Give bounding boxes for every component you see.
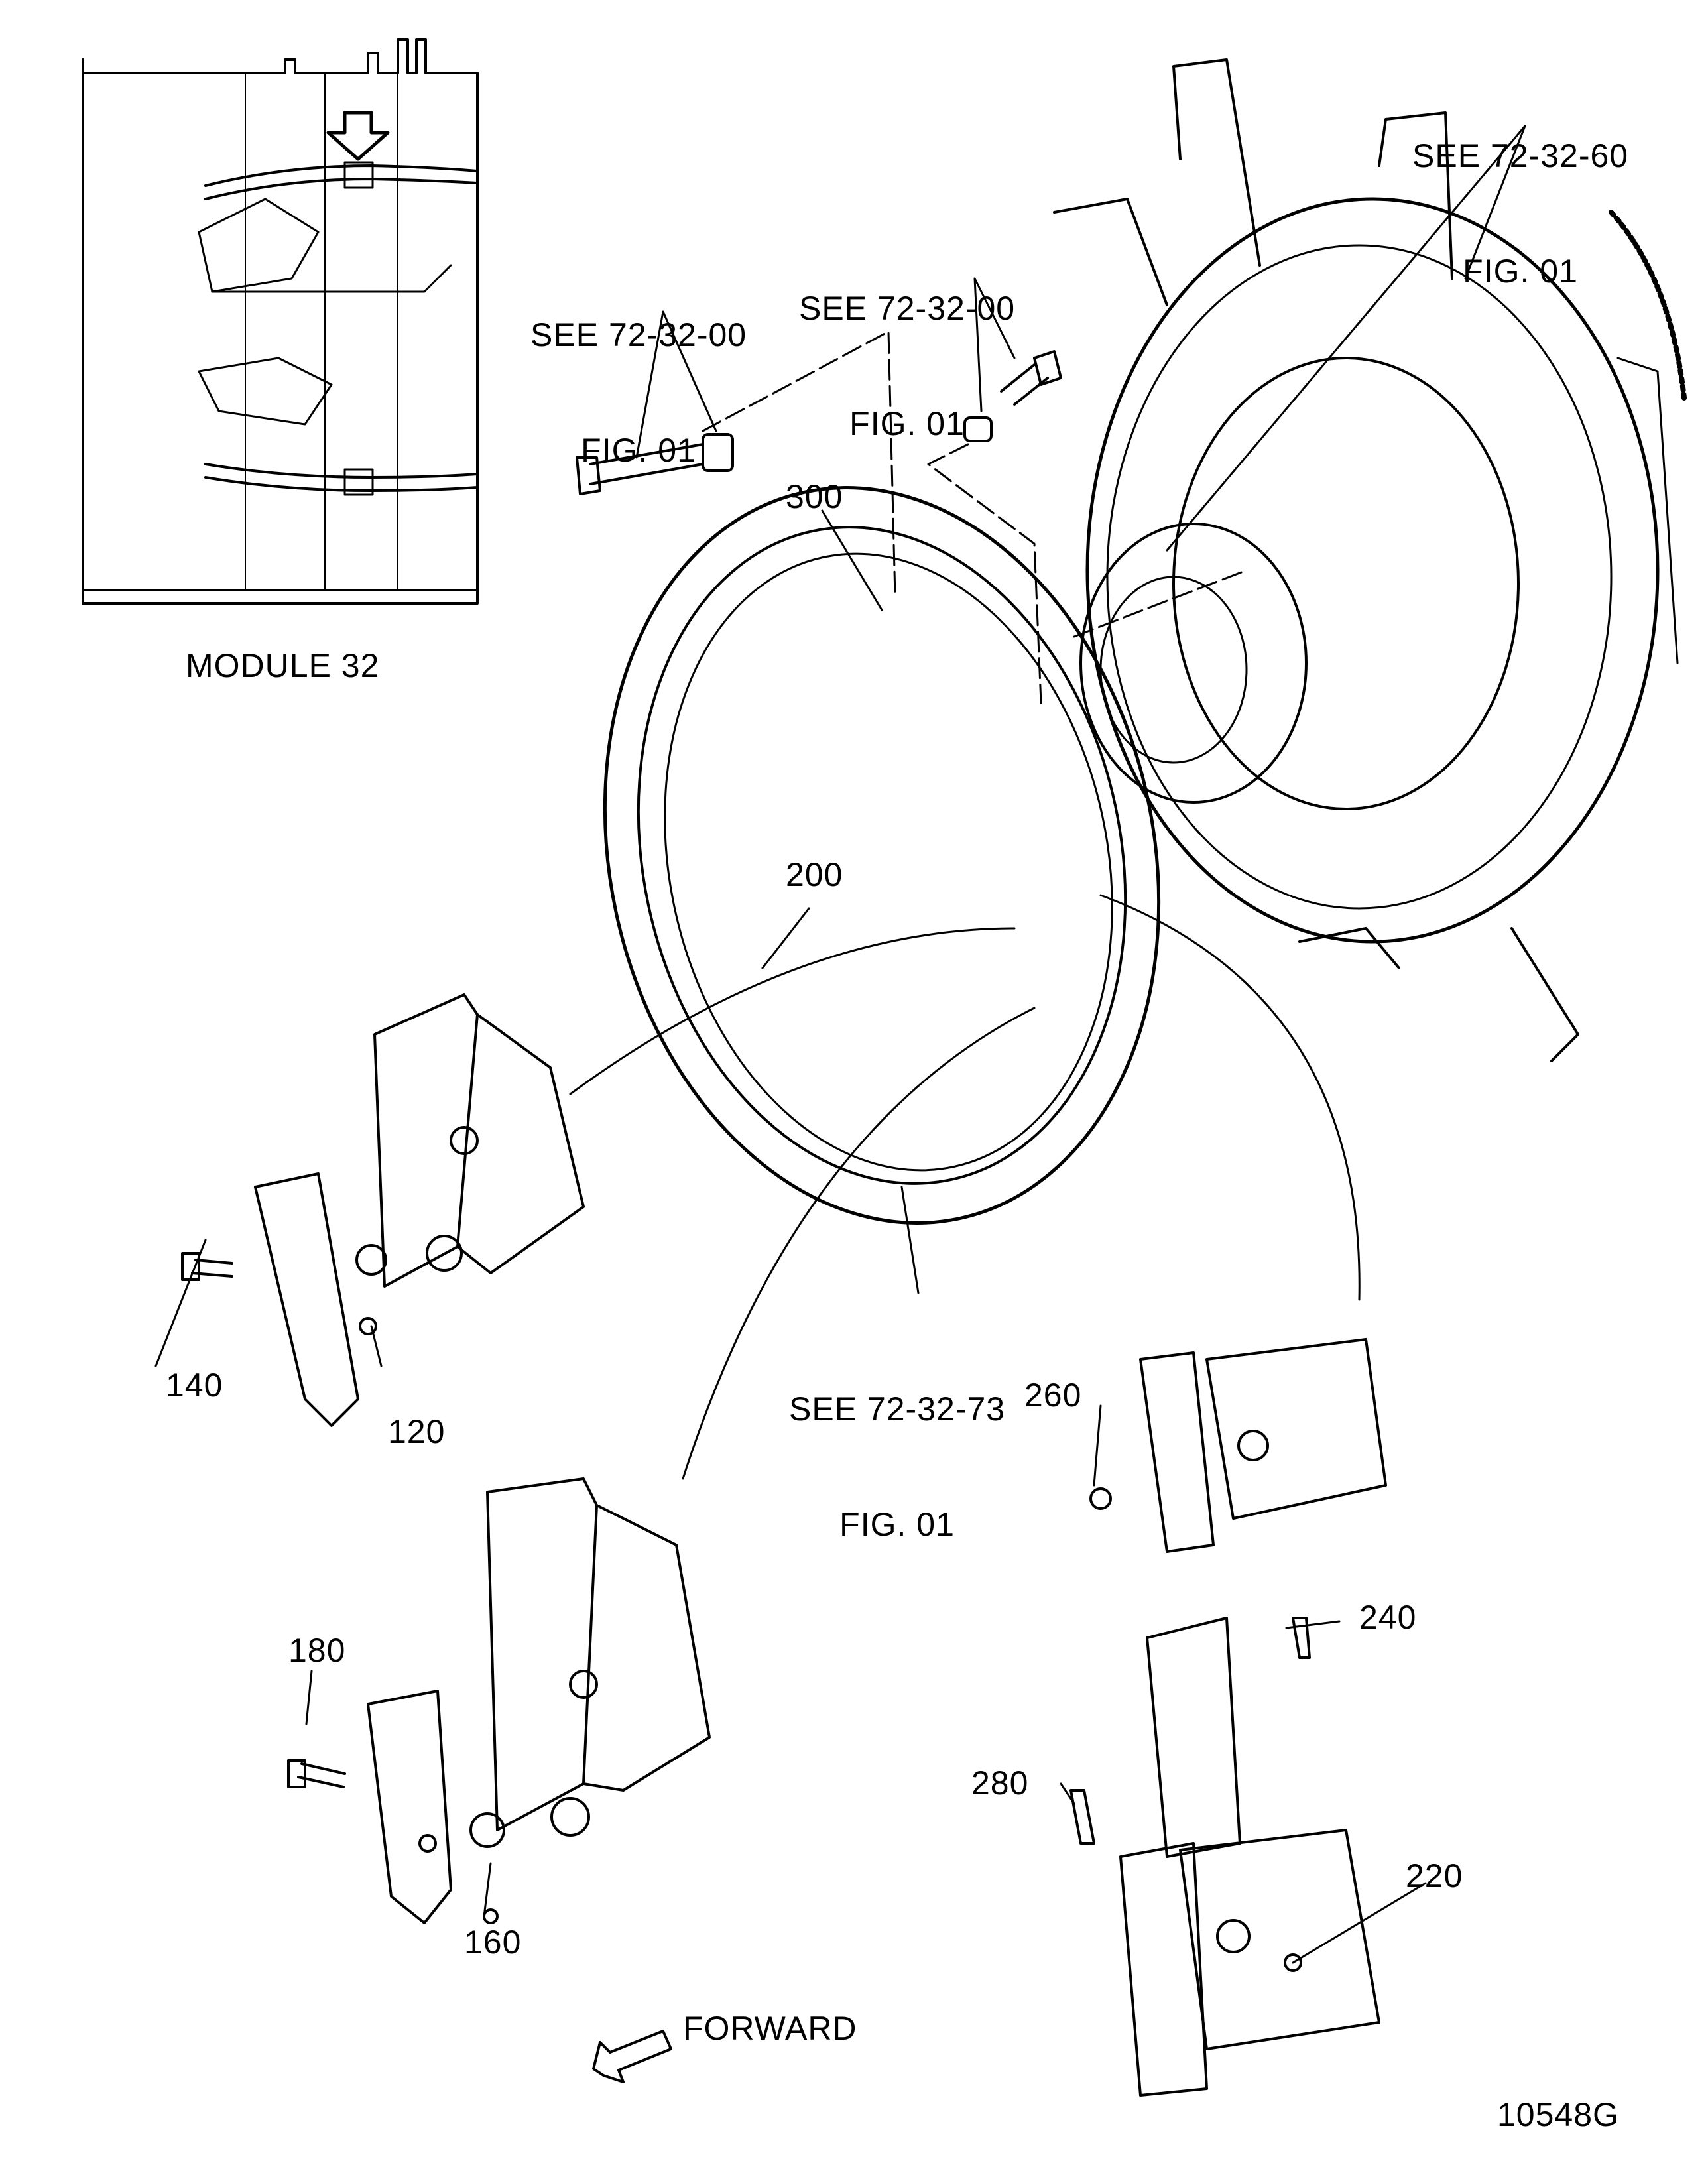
callout-200: 200 bbox=[786, 856, 843, 893]
reference-72-32-73: SEE 72-32-73 FIG. 01 bbox=[789, 1313, 1005, 1582]
callout-120: 120 bbox=[388, 1413, 446, 1450]
reference-line-1: SEE 72-32-73 bbox=[789, 1390, 1006, 1428]
hardware-bolts-top bbox=[576, 350, 1062, 495]
unison-ring bbox=[603, 486, 1161, 1225]
callout-240: 240 bbox=[1359, 1599, 1417, 1636]
callout-280: 280 bbox=[971, 1764, 1029, 1802]
figure-id: 10548G bbox=[1497, 2096, 1619, 2133]
reference-72-32-00-left: SEE 72-32-00 FIG. 01 bbox=[530, 239, 747, 508]
callout-160: 160 bbox=[464, 1924, 522, 1961]
reference-line-1: SEE 72-32-00 bbox=[799, 290, 1016, 327]
reference-line-2: FIG. 01 bbox=[1463, 253, 1578, 290]
reference-line-1: SEE 72-32-60 bbox=[1412, 137, 1629, 174]
callout-180: 180 bbox=[288, 1632, 346, 1669]
vane-arm-assembly-upper bbox=[181, 993, 585, 1427]
callout-300: 300 bbox=[786, 478, 843, 515]
callout-260: 260 bbox=[1024, 1377, 1082, 1414]
forward-label: FORWARD bbox=[683, 2010, 857, 2047]
reference-line-2: FIG. 01 bbox=[849, 405, 965, 442]
reference-line-1: SEE 72-32-00 bbox=[530, 316, 747, 353]
inset-caption: MODULE 32 bbox=[186, 647, 380, 684]
forward-arrow-icon bbox=[592, 2030, 672, 2083]
vane-arm-assembly-right bbox=[1069, 1338, 1387, 2097]
callout-140: 140 bbox=[166, 1367, 223, 1404]
callout-220: 220 bbox=[1406, 1857, 1463, 1894]
reference-72-32-00-right: SEE 72-32-00 FIG. 01 bbox=[799, 212, 1015, 481]
engine-frame bbox=[1053, 58, 1687, 1062]
vane-arm-assembly-lower bbox=[287, 1477, 711, 1924]
reference-72-32-60: SEE 72-32-60 FIG. 01 bbox=[1412, 60, 1628, 329]
reference-line-2: FIG. 01 bbox=[839, 1506, 955, 1543]
reference-line-2: FIG. 01 bbox=[581, 432, 696, 469]
module-32-inset bbox=[82, 38, 479, 605]
